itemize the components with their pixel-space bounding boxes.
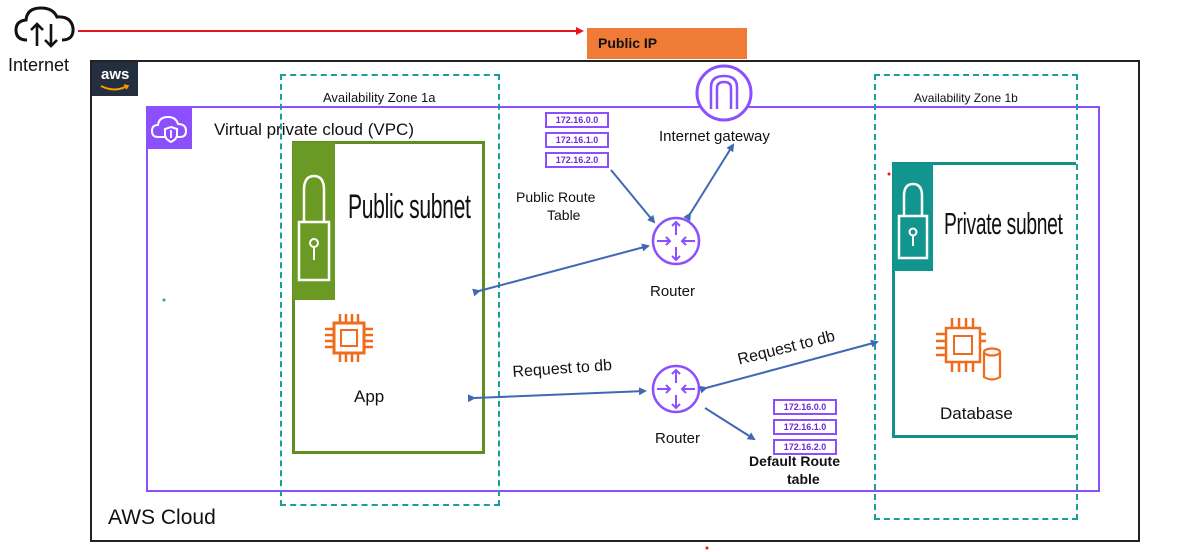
router-private-icon (649, 362, 703, 416)
availability-zone-1b (874, 74, 1078, 520)
public-route-table: 172.16.0.0 172.16.1.0 172.16.2.0 (545, 112, 609, 172)
app-label: App (354, 387, 385, 406)
vpc-icon (147, 107, 192, 149)
router-public-icon (649, 214, 703, 268)
route-table-to-router-arrow (610, 169, 656, 224)
internet-gateway-label: Internet gateway (659, 128, 770, 145)
router-to-default-route-table-arrow (704, 407, 756, 441)
marker-dot (705, 546, 709, 550)
public-subnet-label: Public subnet (348, 188, 471, 226)
internet-gateway-icon (687, 62, 761, 122)
default-route-table-label-line2: table (787, 471, 820, 487)
public-route-table-label-line1: Public Route (516, 189, 596, 205)
internet-label: Internet (8, 55, 70, 75)
route-entry: 172.16.2.0 (773, 439, 837, 455)
aws-logo-text: aws (101, 66, 130, 83)
route-entry: 172.16.1.0 (545, 132, 609, 148)
availability-zone-1a-label: Availability Zone 1a (323, 90, 436, 105)
marker-dot (887, 172, 891, 176)
app-cpu-icon (323, 312, 375, 364)
vpc-boundary (146, 106, 1100, 492)
aws-smile-icon (100, 84, 130, 91)
vpc-label: Virtual private cloud (VPC) (214, 120, 414, 139)
private-subnet-lock-icon (893, 164, 933, 271)
internet-cloud-icon (13, 2, 77, 48)
route-entry: 172.16.1.0 (773, 419, 837, 435)
router-public-label: Router (650, 283, 696, 300)
default-route-table-label-line1: Default Route (749, 453, 840, 469)
availability-zone-1b-label: Availability Zone 1b (914, 91, 1018, 105)
marker-dot (162, 298, 166, 302)
default-route-table: 172.16.0.0 172.16.1.0 172.16.2.0 (773, 399, 837, 459)
route-entry: 172.16.0.0 (773, 399, 837, 415)
aws-logo: aws (92, 62, 138, 96)
public-route-table-label-line2: Table (547, 207, 581, 223)
router-private-label: Router (655, 430, 701, 447)
public-subnet-lock-icon (293, 142, 335, 300)
router-to-database-arrow (699, 339, 879, 394)
router-to-gateway-arrow (683, 143, 735, 222)
public-subnet-to-router-arrow (472, 243, 650, 297)
database-label: Database (940, 404, 1013, 423)
route-entry: 172.16.0.0 (545, 112, 609, 128)
aws-cloud-boundary (90, 60, 1140, 542)
database-icon (934, 316, 1004, 384)
aws-cloud-label: AWS Cloud (108, 506, 216, 529)
public-ip-label: Public IP (598, 35, 658, 51)
public-ip-badge: Public IP (587, 28, 747, 59)
route-entry: 172.16.2.0 (545, 152, 609, 168)
private-subnet-label: Private subnet (944, 206, 1063, 241)
app-to-router-arrow (467, 387, 647, 403)
